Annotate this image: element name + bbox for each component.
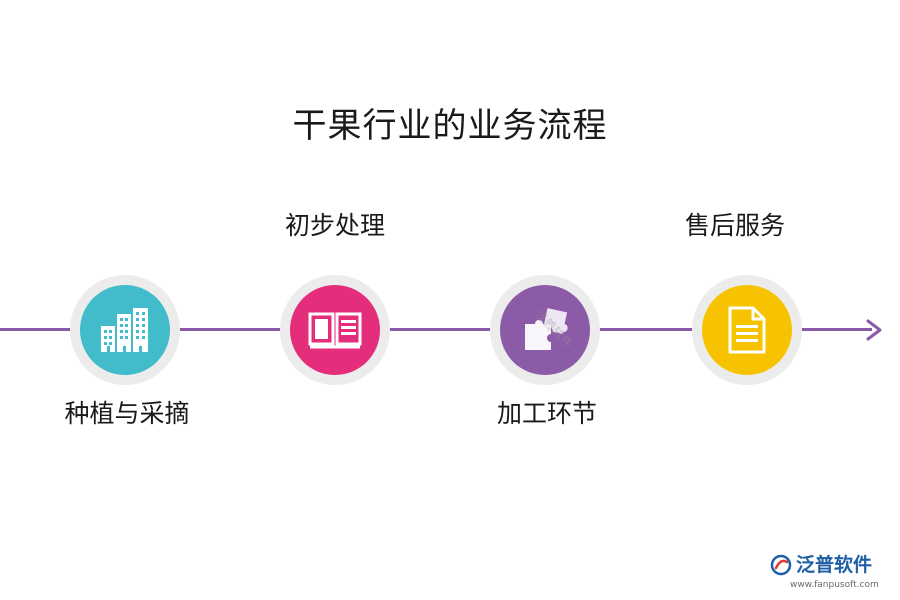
step-node-aftersales	[692, 275, 802, 385]
step-circle-aftersales	[702, 285, 792, 375]
document-icon	[728, 306, 766, 354]
step-circle-planting	[80, 285, 170, 375]
puzzle-icon	[525, 308, 568, 350]
buildings-icon	[101, 308, 148, 352]
brand-logo-icon	[770, 554, 792, 576]
brand-mark: 泛普软件 www.fanpusoft.com	[770, 552, 896, 596]
step-label-planting: 种植与采摘	[64, 399, 190, 428]
step-label-processing: 初步处理	[284, 211, 385, 240]
step-label-manufacturing: 加工环节	[496, 399, 597, 428]
step-circle-processing	[290, 285, 380, 375]
step-circle-manufacturing	[500, 285, 590, 375]
step-label-aftersales: 售后服务	[684, 211, 785, 240]
step-node-planting	[70, 275, 180, 385]
timeline-line	[0, 328, 872, 331]
diagram-title: 干果行业的业务流程	[292, 106, 608, 146]
brand-name: 泛普软件	[796, 554, 873, 576]
open-book-icon	[308, 312, 362, 349]
timeline-arrow-icon	[866, 319, 882, 341]
brand-url: www.fanpusoft.com	[790, 580, 879, 590]
step-node-processing	[280, 275, 390, 385]
step-node-manufacturing	[490, 275, 600, 385]
